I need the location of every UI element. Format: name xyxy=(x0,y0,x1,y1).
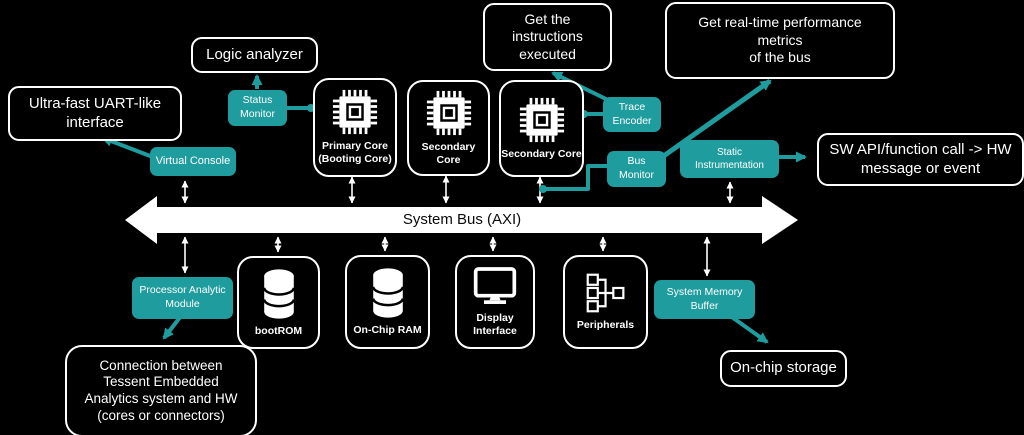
chip-icon xyxy=(519,97,565,143)
node-primary-core: Primary Core (Booting Core) xyxy=(313,78,397,177)
node-label: bootROM xyxy=(254,324,303,337)
module-virtual-console: Virtual Console xyxy=(150,147,236,176)
peripherals-tree-icon xyxy=(585,272,627,314)
node-label: Secondary Core xyxy=(421,140,476,166)
node-secondary-core-2: Secondary Core xyxy=(499,80,584,177)
node-label: Secondary Core xyxy=(501,147,582,160)
module-trace-encoder: Trace Encoder xyxy=(603,97,661,132)
monitor-icon xyxy=(472,266,518,307)
callout-connection-legend: Connection between Tessent Embedded Anal… xyxy=(65,345,257,435)
node-on-chip-ram: On-Chip RAM xyxy=(345,255,430,349)
node-label: Display Interface xyxy=(473,312,517,337)
system-bus-label: System Bus (AXI) xyxy=(402,211,522,228)
line-bus-monitor-elbow xyxy=(546,164,608,191)
dot-bus-monitor-tap xyxy=(539,185,547,193)
arrow-analytic-module-to-connection xyxy=(162,314,183,340)
module-processor-analytic: Processor Analytic Module xyxy=(132,277,233,319)
callout-uart-interface: Ultra-fast UART-like interface xyxy=(8,86,182,141)
arrow-bus-monitor-to-metrics xyxy=(646,78,772,170)
arrow-virtual-console-to-uart xyxy=(101,136,159,161)
node-label: Peripherals xyxy=(576,319,635,332)
node-display-interface: Display Interface xyxy=(455,255,535,349)
teal-connectors xyxy=(101,71,807,344)
database-icon xyxy=(368,267,408,319)
callout-on-chip-storage: On-chip storage xyxy=(720,350,847,387)
arrow-memory-buffer-to-storage xyxy=(727,313,769,344)
node-label: On-Chip RAM xyxy=(353,324,422,337)
callout-performance-metrics: Get real-time performance metrics of the… xyxy=(665,2,895,79)
module-status-monitor: Status Monitor xyxy=(228,90,287,126)
module-bus-monitor: Bus Monitor xyxy=(607,151,666,187)
node-label: Primary Core (Booting Core) xyxy=(318,140,392,165)
module-system-memory-buffer: System Memory Buffer xyxy=(654,280,755,319)
chip-icon xyxy=(426,90,472,136)
module-static-instrumentation: Static Instrumentation xyxy=(680,140,779,178)
node-peripherals: Peripherals xyxy=(563,255,648,349)
node-bootrom: bootROM xyxy=(237,256,320,349)
callout-instructions-executed: Get the instructions executed xyxy=(483,3,612,71)
callout-sw-api: SW API/function call -> HW message or ev… xyxy=(817,133,1024,186)
database-icon xyxy=(259,268,299,320)
chip-icon xyxy=(332,89,378,135)
node-secondary-core-1: Secondary Core xyxy=(407,80,490,176)
callout-logic-analyzer: Logic analyzer xyxy=(191,37,318,73)
system-bus-arrow xyxy=(125,196,798,244)
